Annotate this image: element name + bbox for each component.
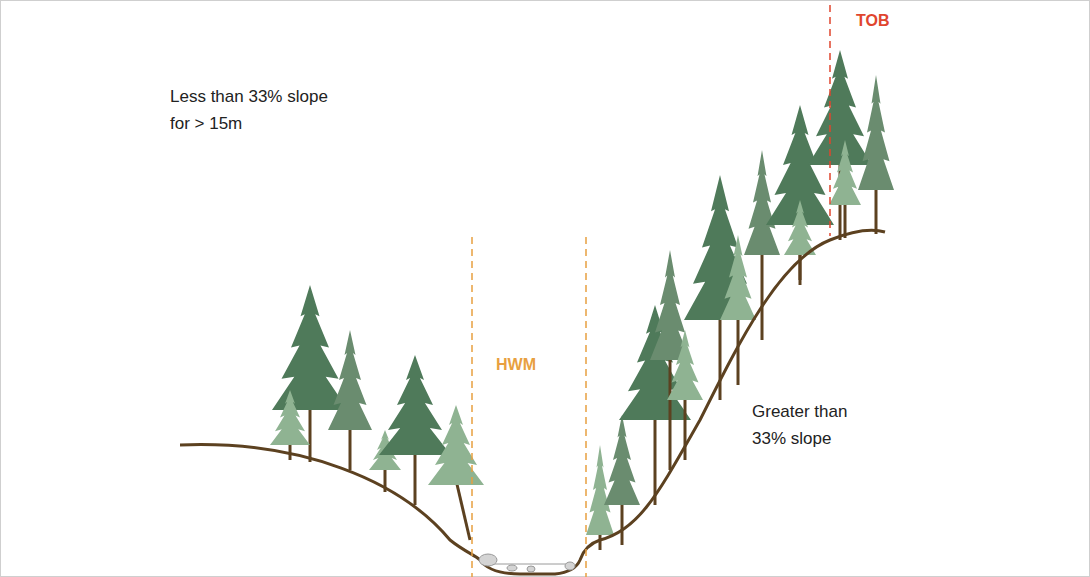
tree	[829, 140, 861, 238]
tree-trunk	[349, 425, 352, 470]
ground-line	[180, 230, 885, 574]
tob-label: TOB	[856, 8, 889, 34]
tree-crown	[784, 200, 816, 255]
slope-note: Greater than 33% slope	[752, 398, 864, 452]
tree-trunk	[761, 250, 764, 340]
tree-crown	[270, 390, 310, 445]
stone	[565, 562, 575, 570]
hwm-label: HWM	[496, 352, 536, 378]
tree-crown	[858, 75, 894, 190]
tree	[328, 330, 372, 470]
tree-trunk	[621, 500, 624, 545]
tree	[667, 330, 703, 460]
trees	[270, 50, 894, 550]
tree	[808, 50, 872, 240]
stone	[527, 566, 535, 572]
slope-note: Less than 33% slope for > 15m	[170, 83, 340, 137]
tree-crown	[667, 330, 703, 400]
tree-crown	[744, 150, 780, 255]
tree-crown	[428, 405, 484, 485]
tree-trunk	[309, 405, 312, 462]
tree-trunk	[414, 450, 417, 505]
stone	[507, 565, 517, 571]
tree-crown	[586, 445, 614, 535]
tree-trunk	[875, 185, 878, 234]
tree	[858, 75, 894, 234]
hwm-line	[471, 237, 473, 577]
tree-crown	[379, 355, 451, 455]
tree	[720, 235, 756, 385]
tree-crown	[328, 330, 372, 430]
tree-trunk	[456, 480, 470, 540]
tree	[744, 150, 780, 340]
tree-crown	[808, 50, 872, 165]
tree-crown	[604, 415, 640, 505]
tree-crown	[829, 140, 861, 205]
tree-crown	[272, 285, 348, 410]
tree-trunk	[669, 355, 672, 470]
tob-line	[829, 5, 831, 236]
tree	[604, 415, 640, 545]
hwm-line	[585, 237, 587, 577]
water-line	[484, 564, 574, 565]
tree-crown	[684, 175, 756, 320]
tree	[428, 405, 484, 540]
stone	[479, 554, 497, 566]
tree-trunk	[844, 200, 847, 238]
tree-trunk	[719, 315, 722, 400]
tree	[784, 200, 816, 280]
tree	[684, 175, 756, 400]
tree	[619, 305, 691, 505]
